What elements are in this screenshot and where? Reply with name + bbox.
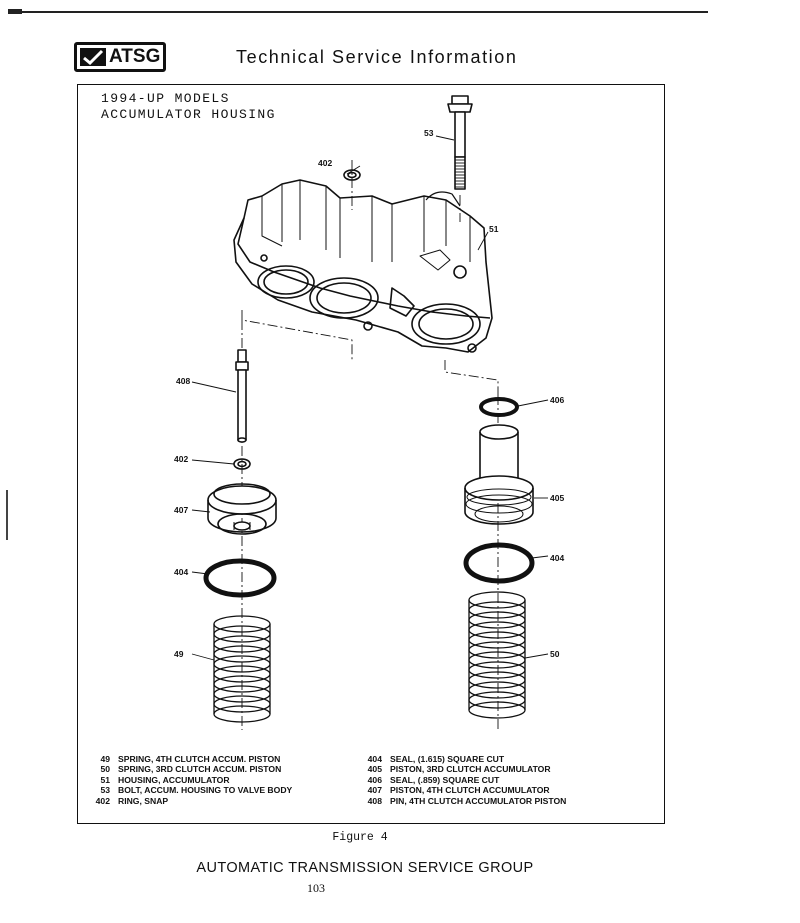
piston-407 xyxy=(207,483,277,535)
top-rule-tick xyxy=(8,9,22,14)
callout-402-top: 402 xyxy=(318,158,332,168)
seal-406 xyxy=(479,397,519,417)
callout-50: 50 xyxy=(550,649,560,659)
logo-text: ATSG xyxy=(109,46,161,67)
figure-frame xyxy=(77,84,665,824)
diagram-title: 1994-UP MODELS ACCUMULATOR HOUSING xyxy=(101,91,276,123)
callout-402-lower: 402 xyxy=(174,454,188,464)
accumulator-housing-51 xyxy=(233,179,493,353)
atsg-logo: ATSG xyxy=(74,42,166,72)
diagram-title-line2: ACCUMULATOR HOUSING xyxy=(101,107,276,122)
callout-406: 406 xyxy=(550,395,564,405)
checkmark-icon xyxy=(80,48,106,66)
callout-51: 51 xyxy=(489,224,499,234)
callout-53: 53 xyxy=(424,128,434,138)
seal-404-left xyxy=(203,558,277,598)
top-rule xyxy=(8,11,708,13)
piston-405 xyxy=(464,424,534,525)
spring-50 xyxy=(468,591,526,719)
pin-408 xyxy=(235,349,249,443)
footer-organization: AUTOMATIC TRANSMISSION SERVICE GROUP xyxy=(196,860,534,876)
callout-404-left: 404 xyxy=(174,567,188,577)
callout-404-right: 404 xyxy=(550,553,564,563)
callout-49: 49 xyxy=(174,649,184,659)
callout-405: 405 xyxy=(550,493,564,503)
scan-margin-mark xyxy=(6,490,8,540)
header-title: Technical Service Information xyxy=(236,47,518,67)
bolt-53 xyxy=(447,95,473,190)
callout-407: 407 xyxy=(174,505,188,515)
page-number: 103 xyxy=(307,881,325,895)
diagram-title-line1: 1994-UP MODELS xyxy=(101,91,230,106)
seal-404-right xyxy=(463,542,535,584)
spring-49 xyxy=(213,615,271,723)
callout-408: 408 xyxy=(176,376,190,386)
figure-caption: Figure 4 xyxy=(332,831,388,844)
